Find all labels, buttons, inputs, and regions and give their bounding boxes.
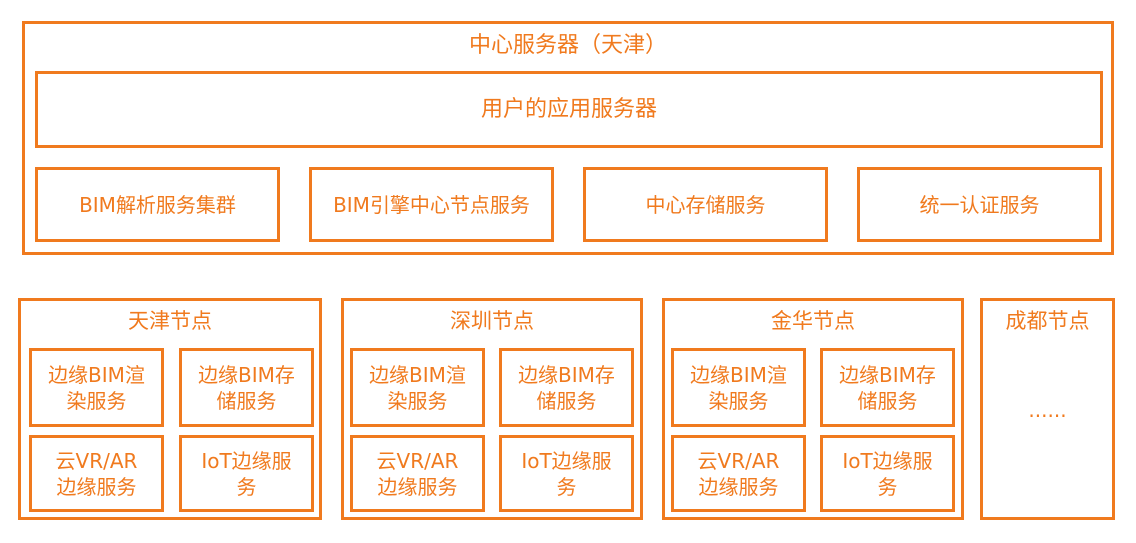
app-server-box bbox=[35, 71, 1103, 148]
service-center-storage: 中心存储服务 bbox=[583, 167, 828, 242]
app-server-label: 用户的应用服务器 bbox=[480, 96, 657, 122]
service-bim-engine: BIM引擎中心节点服务 bbox=[309, 167, 554, 242]
center-server-title: 中心服务器（天津） bbox=[468, 33, 667, 59]
node-jinhua-title: 金华节点 bbox=[771, 308, 855, 333]
node-shenzhen-render: 边缘BIM渲染服务 bbox=[350, 348, 485, 427]
node-tianjin-iot: IoT边缘服务 bbox=[179, 435, 314, 512]
node-jinhua-render: 边缘BIM渲染服务 bbox=[671, 348, 806, 427]
node-tianjin-render: 边缘BIM渲染服务 bbox=[29, 348, 164, 427]
node-shenzhen-box bbox=[341, 298, 643, 520]
service-unified-auth: 统一认证服务 bbox=[857, 167, 1102, 242]
node-chengdu-title: 成都节点 bbox=[1005, 308, 1090, 333]
node-shenzhen-storage: 边缘BIM存储服务 bbox=[499, 348, 634, 427]
node-tianjin-vr-ar: 云VR/AR边缘服务 bbox=[29, 435, 164, 512]
node-tianjin-title: 天津节点 bbox=[128, 308, 212, 333]
node-tianjin-box bbox=[18, 298, 322, 520]
node-jinhua-vr-ar: 云VR/AR边缘服务 bbox=[671, 435, 806, 512]
node-jinhua-storage: 边缘BIM存储服务 bbox=[820, 348, 955, 427]
service-bim-parse: BIM解析服务集群 bbox=[35, 167, 280, 242]
node-tianjin-storage: 边缘BIM存储服务 bbox=[179, 348, 314, 427]
node-shenzhen-iot: IoT边缘服务 bbox=[499, 435, 634, 512]
node-chengdu-box bbox=[980, 298, 1115, 520]
node-jinhua-iot: IoT边缘服务 bbox=[820, 435, 955, 512]
node-jinhua-box bbox=[662, 298, 964, 520]
node-chengdu-ellipsis: ...... bbox=[1028, 397, 1067, 422]
node-shenzhen-vr-ar: 云VR/AR边缘服务 bbox=[350, 435, 485, 512]
node-shenzhen-title: 深圳节点 bbox=[450, 308, 534, 333]
